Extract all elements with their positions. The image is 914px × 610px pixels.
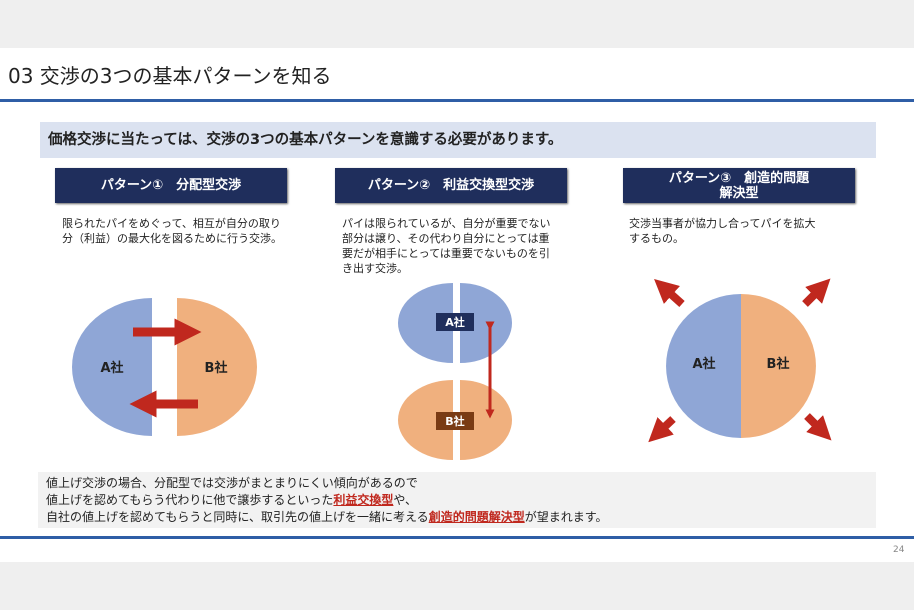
note-text: 自社の値上げを認めてもらうと同時に、取引先の値上げを一緒に考える [46, 510, 429, 524]
company-a-left-half [398, 283, 453, 363]
company-b-right-half [460, 380, 512, 460]
note-text: 値上げを認めてもらう代わりに他で譲歩するといった [46, 493, 334, 507]
arrow-expand-icon [802, 278, 831, 307]
label-a: A社 [692, 356, 715, 372]
highlight-interest-exchange: 利益交換型 [333, 493, 394, 507]
company-b-left-half [398, 380, 453, 460]
pattern-1-description: 限られたパイをめぐって、相互が自分の取り分（利益）の最大化を図るために行う交渉。 [62, 217, 282, 245]
title-divider [0, 99, 914, 102]
note-line-2: 値上げを認めてもらう代わりに他で譲歩するといった利益交換型や、 [46, 492, 876, 509]
company-b-half [741, 294, 816, 438]
pattern-3-diagram: A社 B社 [648, 278, 832, 443]
label-b: B社 [445, 414, 464, 428]
pattern-3-header: パターン③ 創造的問題解決型 [623, 168, 855, 203]
note-line-1: 値上げ交渉の場合、分配型では交渉がまとまりにくい傾向があるので [46, 476, 418, 490]
note-line-3: 自社の値上げを認めてもらうと同時に、取引先の値上げを一緒に考える創造的問題解決型… [46, 509, 876, 526]
pattern-1-header: パターン① 分配型交渉 [55, 168, 287, 203]
diagrams: A社 B社 A社 B社 A社 B社 [72, 278, 832, 460]
pattern-2-diagram: A社 B社 [398, 283, 512, 460]
highlight-creative-solution: 創造的問題解決型 [428, 510, 525, 524]
pattern-3-description: 交渉当事者が協力し合ってパイを拡大するもの。 [629, 217, 816, 245]
pattern-2-description: パイは限られているが、自分が重要でない部分は譲り、その代わり自分にとっては重要だ… [342, 217, 551, 275]
label-b: B社 [205, 360, 228, 376]
summary-note: 値上げ交渉の場合、分配型では交渉がまとまりにくい傾向があるので 値上げを認めても… [38, 472, 876, 528]
pattern-2-header: パターン② 利益交換型交渉 [335, 168, 567, 203]
company-a-half [666, 294, 741, 438]
label-b-box [436, 412, 474, 430]
arrow-expand-icon [804, 413, 832, 441]
pattern-1-diagram: A社 B社 [72, 298, 257, 436]
slide-title: 03 交渉の3つの基本パターンを知る [8, 64, 332, 88]
footer-divider [0, 536, 914, 539]
arrow-expand-icon [648, 416, 676, 443]
slide: 03 交渉の3つの基本パターンを知る 価格交渉に当たっては、交渉の3つの基本パタ… [0, 48, 914, 562]
note-text: や、 [393, 493, 418, 507]
label-a: A社 [100, 360, 123, 376]
label-a-box [436, 313, 474, 331]
label-a: A社 [445, 315, 465, 329]
note-text: が望まれます。 [524, 510, 608, 524]
arrow-expand-icon [654, 278, 685, 307]
lead-banner: 価格交渉に当たっては、交渉の3つの基本パターンを意識する必要があります。 [40, 122, 876, 158]
page-number: 24 [893, 545, 905, 555]
label-b: B社 [767, 356, 790, 372]
